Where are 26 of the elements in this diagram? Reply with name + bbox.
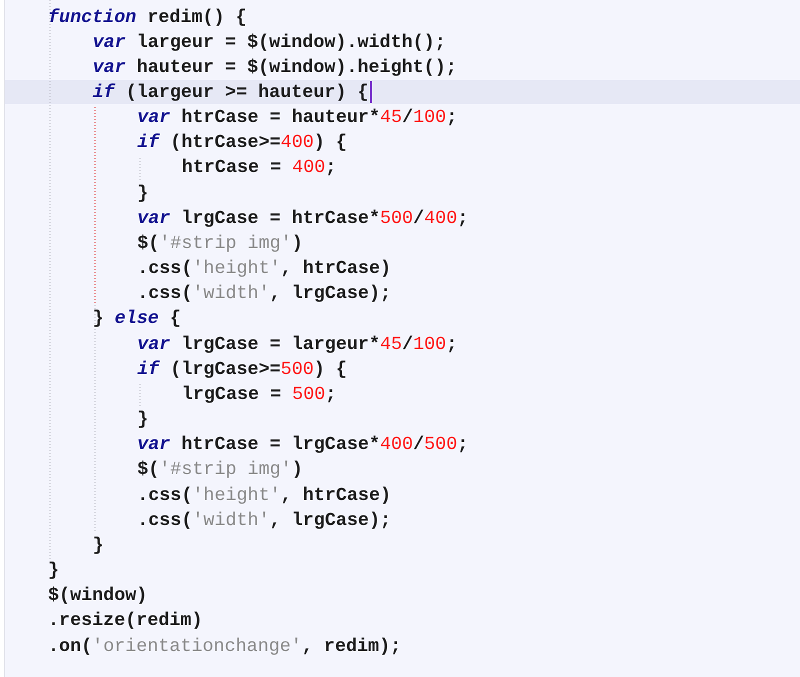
code-line: var lrgCase = largeur*45/100; bbox=[137, 332, 458, 357]
code-line: if (largeur >= hauteur) { bbox=[92, 80, 369, 105]
code-line: } bbox=[137, 182, 148, 206]
code-line: var htrCase = lrgCase*400/500; bbox=[137, 433, 468, 458]
code-line: var htrCase = hauteur*45/100; bbox=[137, 106, 458, 130]
code-line: .on('orientationchange', redim); bbox=[48, 634, 402, 658]
code-line: } else { bbox=[92, 307, 181, 332]
code-line: if (lrgCase>=500) { bbox=[137, 358, 347, 382]
code-line: var lrgCase = htrCase*500/400; bbox=[137, 206, 468, 231]
code-line: .css('height', htrCase) bbox=[137, 257, 392, 282]
code-line: function redim() { bbox=[48, 6, 247, 30]
code-line: $(window) bbox=[48, 584, 148, 608]
code-line: .css('width', lrgCase); bbox=[137, 282, 392, 306]
code-line: if (htrCase>=400) { bbox=[137, 131, 347, 156]
code-line: .css('height', htrCase) bbox=[137, 484, 392, 508]
code-line: var largeur = $(window).width(); bbox=[92, 30, 446, 55]
code-line: } bbox=[92, 534, 104, 558]
code-line: $('#strip img') bbox=[137, 232, 303, 256]
code-line: .resize(redim) bbox=[48, 609, 203, 634]
code-line: .css('width', lrgCase); bbox=[137, 508, 392, 533]
code-line: $('#strip img') bbox=[137, 458, 303, 482]
code-line: var hauteur = $(window).height(); bbox=[92, 56, 457, 80]
code-line: htrCase = 400; bbox=[182, 156, 336, 180]
code-line: lrgCase = 500; bbox=[182, 382, 336, 407]
code-line: } bbox=[137, 408, 148, 432]
code-line: } bbox=[48, 559, 60, 584]
